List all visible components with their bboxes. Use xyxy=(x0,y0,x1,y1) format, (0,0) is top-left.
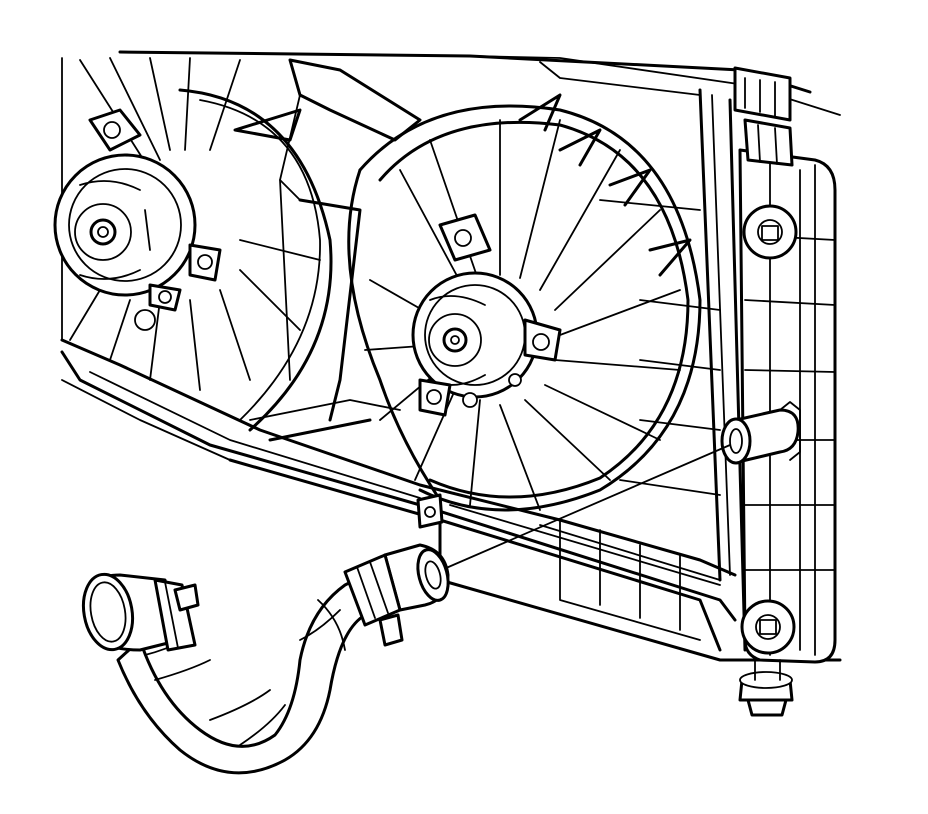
lower-radiator-hose xyxy=(81,444,731,775)
right-cooling-fan xyxy=(347,93,702,512)
fan-shroud-divider xyxy=(249,58,444,529)
radiator-side-tank xyxy=(738,118,837,664)
left-cooling-fan xyxy=(53,57,333,432)
radiator-outlet-pipe xyxy=(720,401,801,465)
drain-valve xyxy=(738,659,794,717)
